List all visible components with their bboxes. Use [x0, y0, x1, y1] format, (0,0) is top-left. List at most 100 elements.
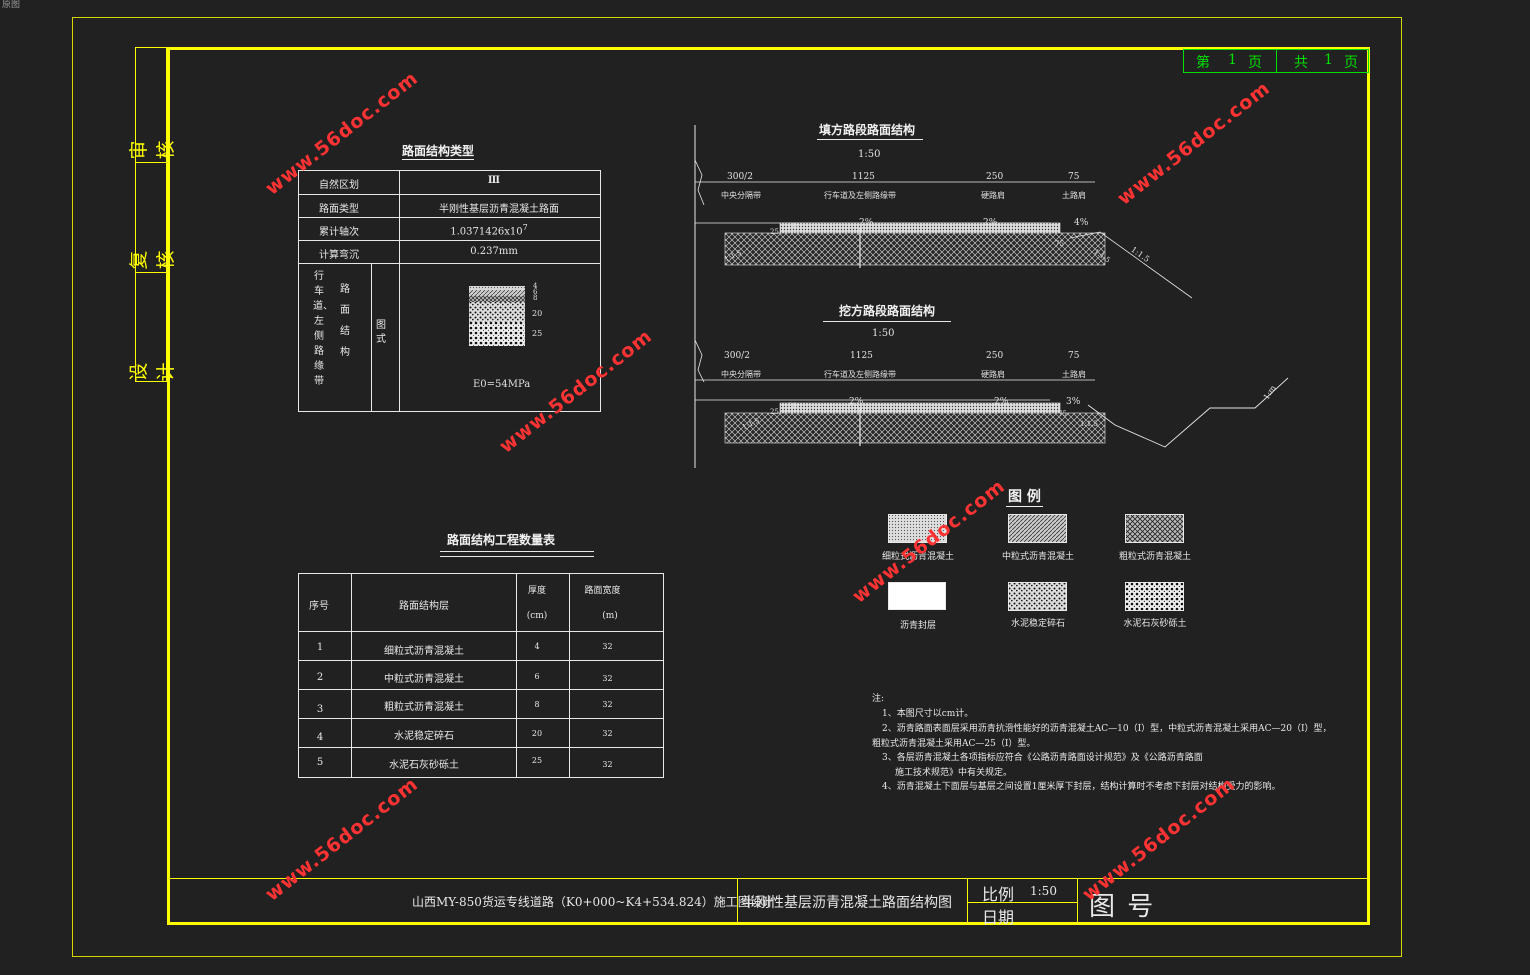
header-thickness-unit: (cm)	[526, 611, 548, 621]
recheck-label: 复 核	[128, 250, 177, 270]
header-no: 序号	[309, 601, 329, 612]
quantity-title-underline	[440, 551, 594, 557]
table-row-2-no: 2	[316, 672, 324, 683]
legend-label-base: 水泥稳定碎石	[1010, 619, 1065, 629]
table-row-4-no: 4	[316, 732, 324, 743]
table-row-3-thickness: 8	[534, 700, 540, 709]
header-thickness: 厚度	[527, 586, 546, 596]
outer-border	[72, 17, 1402, 957]
note-line-3: 粗粒式沥青混凝土采用AC—25（I）型。	[872, 739, 1036, 749]
quantity-table: 序号 路面结构层 厚度 (cm) 路面宽度 (m) 1 细粒式沥青混凝土 4 3…	[298, 573, 664, 778]
fill-zone-median: 中央分隔带	[721, 191, 761, 200]
cut-zone-lane: 行车道及左侧路缘带	[824, 370, 896, 379]
cut-scale: 1:50	[872, 328, 895, 339]
row-value-zone: Ⅲ	[487, 175, 501, 186]
fill-slope-1: 2%	[859, 218, 874, 228]
row-label-deflection: 计算弯沉	[319, 250, 359, 261]
header-layer: 路面结构层	[399, 601, 449, 612]
note-line-5: 施工技术规范》中有关规定。	[895, 768, 1013, 778]
cut-dim-shoulder: 250	[986, 351, 1004, 361]
cut-zone-shoulder: 硬路肩	[981, 370, 1005, 379]
figure-label: 图式	[376, 320, 386, 345]
row-value-type: 半刚性基层沥青混凝土路面	[439, 204, 559, 215]
scale-label: 比例	[982, 885, 1015, 904]
thickness-5: 25	[532, 329, 543, 338]
note-line-4: 3、各层沥青混凝土各项指标应符合《公路沥青路面设计规范》及《公路沥青路面	[882, 753, 1203, 763]
table-row-3-width: 32	[602, 700, 613, 709]
cut-slope-1: 2%	[849, 397, 864, 407]
design-cell: 设 计	[128, 273, 177, 382]
table-row-4-thickness: 20	[531, 729, 543, 738]
cross-sections-svg	[694, 125, 1289, 468]
cut-dim-median: 300/2	[724, 351, 750, 361]
recheck-cell: 复 核	[128, 163, 177, 273]
fill-zone-lane: 行车道及左侧路缘带	[824, 191, 896, 200]
thickness-3: 8	[533, 294, 538, 302]
table-row-4-width: 32	[602, 729, 613, 738]
legend-label-seal: 沥青封层	[899, 621, 936, 631]
total-number: 1	[1324, 52, 1333, 68]
page-info-box: 第 1 页 共 1 页	[1183, 49, 1369, 73]
quantity-table-title: 路面结构工程数量表	[446, 533, 555, 547]
cut-title-underline	[823, 321, 951, 322]
row-label-axle: 累计轴次	[319, 227, 359, 238]
legend-label-subbase: 水泥石灰砂砾土	[1123, 619, 1187, 629]
note-line-6: 4、沥青混凝土下面层与基层之间设置1厘米厚下封层，结构计算时不考虑下封层对结构受…	[882, 782, 1281, 792]
total-label: 共	[1294, 55, 1308, 71]
page-label: 第	[1196, 55, 1210, 71]
signature-strip: 审 核 复 核 设 计	[128, 47, 177, 382]
cut-side-slope-2: 1:1.5	[1080, 420, 1098, 428]
cut-small-dim-1: 25	[770, 408, 779, 416]
fill-slope-2: 2%	[983, 218, 998, 228]
axle-exponent: 7	[522, 223, 528, 232]
structure-label: 路面结构	[340, 284, 350, 358]
table-row-1-no: 1	[316, 642, 324, 653]
inner-border	[167, 47, 1370, 925]
note-line-1: 1、本图尺寸以cm计。	[882, 709, 974, 719]
review-label: 审 核	[128, 140, 177, 160]
fill-dim-lane: 1125	[852, 172, 875, 182]
fill-section-drawing	[694, 159, 1193, 299]
fill-zone-earth: 土路肩	[1062, 191, 1086, 200]
cut-small-dim-2: 50	[788, 402, 797, 410]
table-row-1-layer: 细粒式沥青混凝土	[384, 646, 464, 657]
table-row-2-thickness: 6	[534, 672, 540, 681]
cut-slope-3: 3%	[1066, 397, 1081, 407]
fill-title-underline	[817, 139, 923, 140]
table-row-3-layer: 粗粒式沥青混凝土	[384, 702, 464, 713]
legend-swatch-base	[1008, 582, 1067, 611]
fill-dim-earth: 75	[1068, 172, 1080, 182]
cut-dim-earth: 75	[1068, 351, 1080, 361]
row-value-deflection: 0.237mm	[470, 246, 518, 257]
notes-header: 注:	[872, 694, 885, 704]
layer-coarse	[469, 296, 525, 302]
table-row-5-layer: 水泥石灰砂砾土	[389, 760, 459, 771]
date-label: 日期	[982, 908, 1015, 927]
scale-value: 1:50	[1030, 884, 1057, 898]
table-row-5-thickness: 25	[531, 756, 543, 765]
total-unit: 页	[1344, 55, 1358, 71]
table-row-3-no: 3	[316, 704, 324, 715]
legend-swatch-subbase	[1125, 582, 1184, 611]
fill-section-title: 填方路段路面结构	[818, 123, 915, 137]
window-title: 原图	[2, 0, 21, 10]
page-unit: 页	[1248, 55, 1262, 71]
layer-medium	[469, 290, 525, 296]
layer-fine	[469, 286, 525, 290]
layer-base	[469, 302, 525, 322]
legend-swatch-fine	[888, 514, 947, 543]
table-row-4-layer: 水泥稳定碎石	[394, 731, 454, 742]
cut-section-drawing	[694, 339, 1289, 448]
cut-section-title: 挖方路段路面结构	[838, 304, 935, 318]
title-block: 山西MY-850货运专线道路（K0+000~K4+534.824）施工图设计 半…	[167, 878, 1370, 927]
legend-swatch-medium	[1008, 514, 1067, 543]
structure-type-table: 自然区划 Ⅲ 路面类型 半刚性基层沥青混凝土路面 累计轴次 1.0371426x…	[298, 170, 601, 412]
fill-small-dim-2: 50	[788, 222, 797, 230]
layer-column-figure	[469, 286, 525, 346]
page-box-divider	[1276, 50, 1277, 72]
fill-slope-3: 4%	[1074, 218, 1089, 228]
legend-label-medium: 中粒式沥青混凝土	[1001, 552, 1074, 562]
table-row-2-width: 32	[602, 674, 613, 683]
cut-slope-2: 2%	[994, 397, 1009, 407]
layer-thickness-labels: 4 6 8	[533, 283, 538, 302]
